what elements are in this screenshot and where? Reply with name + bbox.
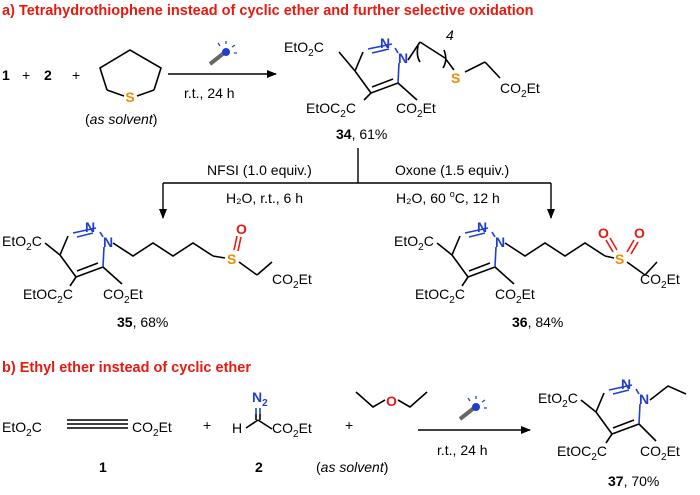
plus-sign: + xyxy=(203,417,211,433)
product-37-caption: 37, 70% xyxy=(608,473,659,489)
solvent-note: (as solvent) xyxy=(316,459,388,475)
ester-group: EtO2C xyxy=(394,233,434,253)
reaction-condition: r.t., 24 h xyxy=(437,442,488,458)
chain-count: 4 xyxy=(446,27,454,43)
ester-group: EtO2C xyxy=(2,419,42,439)
product-35-structure: N N EtO2C EtOC2C CO2Et S O CO2Et xyxy=(2,219,312,306)
oxidation-left-condition: H₂O, r.t., 6 h xyxy=(226,190,303,206)
oxygen-atom: O xyxy=(386,393,397,409)
nitrogen-atom: N xyxy=(639,391,649,407)
ester-group: CO2Et xyxy=(640,271,680,291)
ester-group: CO2Et xyxy=(103,286,143,306)
nitrogen-atom: N xyxy=(495,234,505,250)
oxygen-atom: O xyxy=(634,225,645,241)
oxidation-right-condition: H₂O, 60 oC, 12 h xyxy=(396,189,500,206)
nitrogen-atom: N xyxy=(380,35,390,51)
ester-group: CO2Et xyxy=(640,443,680,463)
reactant-1-label: 1 xyxy=(2,67,10,83)
nitrogen-atom: N xyxy=(398,50,408,66)
section-b-title: b) Ethyl ether instead of cyclic ether xyxy=(2,360,251,376)
reactant-2-label: 2 xyxy=(44,67,52,83)
oxygen-atom: O xyxy=(598,225,609,241)
plus-sign: + xyxy=(345,417,353,433)
nitrogen-atom: N xyxy=(103,234,113,250)
ester-group: CO2Et xyxy=(272,420,312,440)
nitrogen-atom: N xyxy=(621,376,631,392)
sulfur-atom: S xyxy=(125,89,134,105)
ethyl-diazoacetate-structure: N2 H CO2Et xyxy=(232,389,312,440)
ester-group: CO2Et xyxy=(500,80,540,100)
blue-light-lamp-icon xyxy=(458,396,487,421)
sulfur-atom: S xyxy=(451,70,460,86)
tetrahydrothiophene-structure: S xyxy=(99,49,162,105)
ester-group: CO2Et xyxy=(495,286,535,306)
diethyl-ether-structure: O xyxy=(355,391,428,409)
section-a-title: a) Tetrahydrothiophene instead of cyclic… xyxy=(2,3,534,19)
solvent-note: (as solvent) xyxy=(85,111,157,127)
ester-group: EtOC2C xyxy=(557,443,607,463)
ester-group: CO2Et xyxy=(272,271,312,291)
ester-group: CO2Et xyxy=(396,100,436,120)
hydrogen-atom: H xyxy=(232,420,242,436)
sulfur-atom: S xyxy=(227,251,236,267)
reaction-condition: r.t., 24 h xyxy=(184,85,235,101)
ester-group: EtO2C xyxy=(538,390,578,410)
product-35-caption: 35, 68% xyxy=(117,314,168,330)
ester-group: EtOC2C xyxy=(23,286,73,306)
plus-sign: + xyxy=(22,67,30,83)
plus-sign: + xyxy=(72,67,80,83)
nitrogen-atom: N2 xyxy=(252,389,268,409)
nitrogen-atom: N xyxy=(85,219,95,235)
product-37-structure: N N EtO2C EtOC2C CO2Et xyxy=(538,376,687,463)
blue-light-lamp-icon xyxy=(208,41,237,66)
ester-group: EtOC2C xyxy=(415,286,465,306)
reactant-1-label: 1 xyxy=(99,459,107,475)
ester-group: EtO2C xyxy=(2,233,42,253)
oxygen-atom: O xyxy=(236,221,247,237)
product-36-caption: 36, 84% xyxy=(512,314,563,330)
sulfur-atom: S xyxy=(615,251,624,267)
product-34-caption: 34, 61% xyxy=(336,126,387,142)
dmad-structure: EtO2C CO2Et xyxy=(2,419,172,439)
product-36-structure: N N EtO2C EtOC2C CO2Et S O O CO2Et xyxy=(394,219,680,306)
ester-group: EtOC2C xyxy=(306,100,356,120)
product-34-structure: N N EtO2C EtOC2C CO2Et 4 S CO2Et xyxy=(284,27,540,120)
ester-group: EtO2C xyxy=(284,39,324,59)
nitrogen-atom: N xyxy=(477,219,487,235)
oxidation-left-reagent: NFSI (1.0 equiv.) xyxy=(207,162,312,178)
oxidation-right-reagent: Oxone (1.5 equiv.) xyxy=(395,162,509,178)
reactant-2-label: 2 xyxy=(255,459,263,475)
ester-group: CO2Et xyxy=(132,419,172,439)
